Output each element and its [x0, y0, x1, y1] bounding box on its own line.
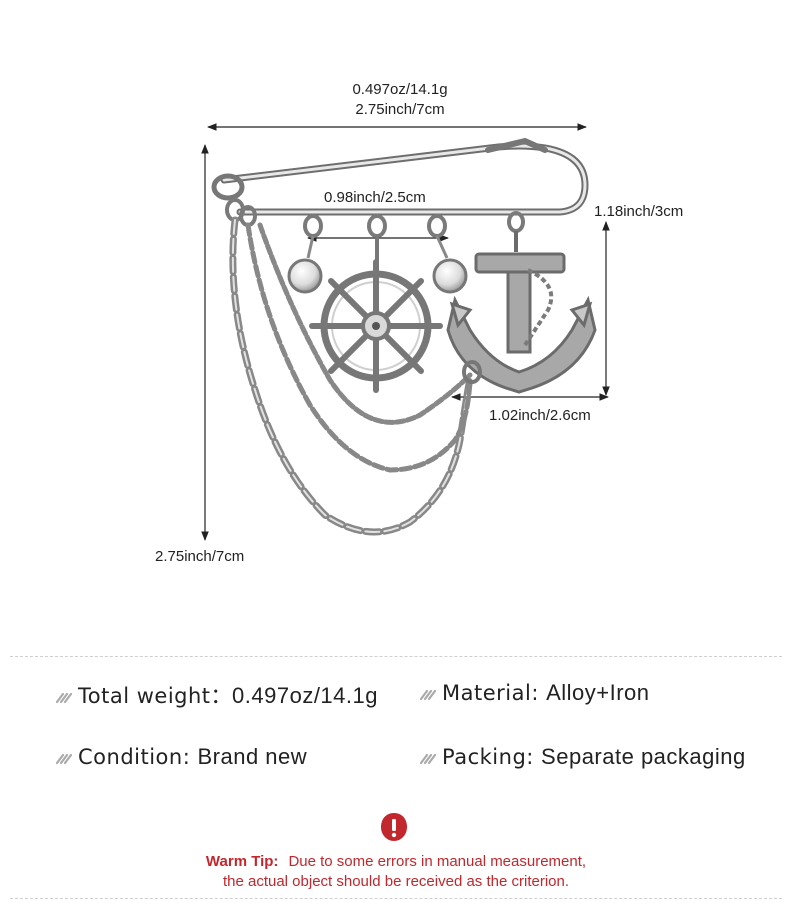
spec-value: Separate packaging: [541, 744, 746, 769]
pencil-bullet-icon: [420, 754, 436, 765]
spec-label: Packing: [442, 745, 527, 769]
pencil-bullet-icon: [420, 690, 436, 701]
spec-packing: Packing: Separate packaging: [420, 744, 746, 770]
anchor-width-label: 1.02inch/2.6cm: [489, 407, 591, 424]
pencil-bullet-icon: [56, 693, 72, 704]
spec-label: Total weight: [78, 684, 211, 708]
chains: [229, 216, 482, 536]
warm-tip-line-2: the actual object should be received as …: [222, 873, 570, 890]
spec-value: Alloy+Iron: [546, 680, 650, 705]
crystal-gems: [287, 235, 468, 294]
spec-material: Material: Alloy+Iron: [420, 680, 650, 706]
spec-value: 0.497oz/14.1g: [232, 683, 378, 708]
bar-spacing-label: 0.98inch/2.5cm: [324, 189, 426, 206]
spec-total-weight: Total weight：0.497oz/14.1g: [56, 680, 378, 710]
spec-value: Brand new: [197, 744, 308, 769]
weight-dimension-label: 0.497oz/14.1g: [352, 81, 448, 98]
spec-label: Material: [442, 681, 532, 705]
warm-tip-title: Warm Tip:: [205, 853, 279, 870]
safety-pin: [211, 137, 589, 216]
spec-label: Condition: [78, 745, 183, 769]
anchor-charm: [446, 231, 597, 394]
ship-wheel-charm: [309, 236, 443, 393]
section-divider: [10, 656, 782, 657]
anchor-height-label: 1.18inch/3cm: [594, 203, 684, 220]
bottom-divider: [10, 898, 782, 899]
height-dimension-label: 2.75inch/7cm: [155, 548, 245, 565]
width-dimension-label: 2.75inch/7cm: [355, 101, 445, 118]
brooch-product-image: [201, 123, 610, 541]
warm-tip-line-1: Warm Tip:Due to some errors in manual me…: [205, 853, 587, 870]
pencil-bullet-icon: [56, 754, 72, 765]
spec-condition: Condition: Brand new: [56, 744, 307, 770]
warning-icon: [381, 813, 407, 841]
